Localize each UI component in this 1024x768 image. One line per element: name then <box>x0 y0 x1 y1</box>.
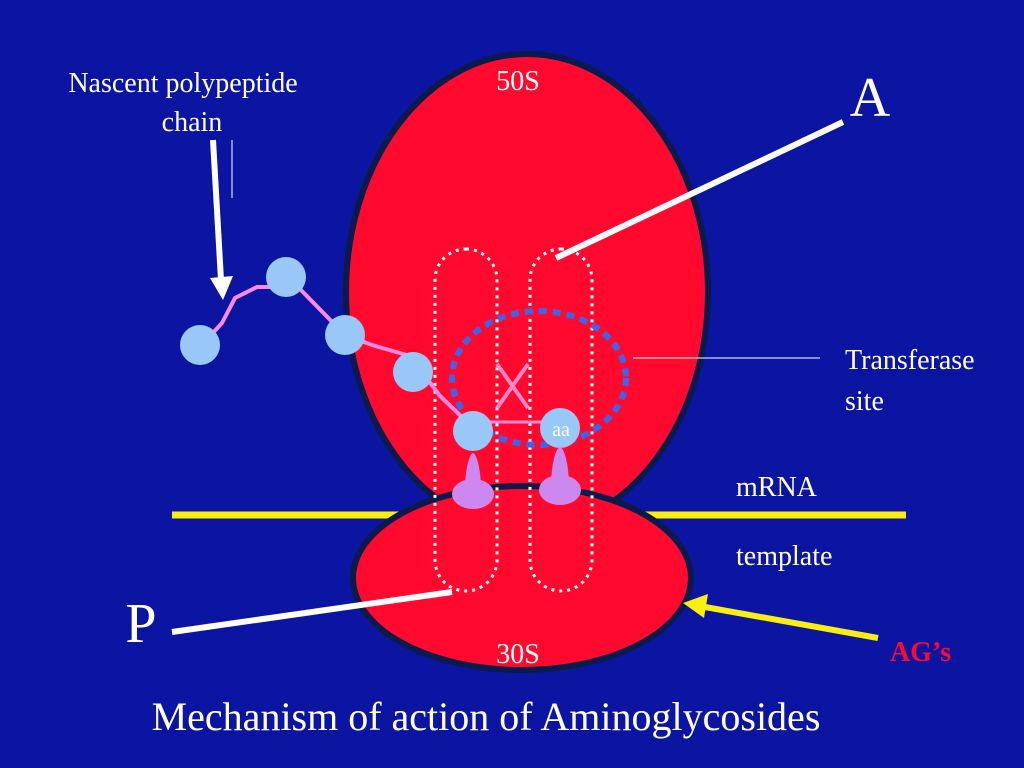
large-subunit-50s <box>343 51 711 533</box>
small-subunit-label: 30S <box>496 639 540 670</box>
aminoglycoside-label: AG’s <box>890 637 951 668</box>
transferase-label-line1: Transferase <box>845 345 975 376</box>
amino-acid <box>393 352 433 392</box>
transferase-label-line2: site <box>845 386 884 417</box>
aminoglycoside-arrow <box>704 604 879 641</box>
slide-title: Mechanism of action of Aminoglycosides <box>152 694 821 739</box>
amino-acid <box>266 257 306 297</box>
p-site-pointer <box>171 589 453 635</box>
p-site-label: P <box>125 593 156 655</box>
small-subunit-30s <box>350 483 694 673</box>
p-site-outline <box>433 247 499 593</box>
a-site-label: A <box>850 67 891 129</box>
a-site-outline <box>528 247 594 593</box>
nascent-chain-arrow <box>210 139 224 281</box>
chain-label-line2: chain <box>162 107 223 138</box>
a-site-trna <box>539 447 581 505</box>
amino-acid <box>453 411 493 451</box>
amino-acid <box>180 325 220 365</box>
large-subunit-label: 50S <box>496 66 540 97</box>
a-site-pointer <box>554 119 845 261</box>
chain-label-line1: Nascent polypeptide <box>68 68 297 99</box>
mrna-template-label: template <box>736 541 832 572</box>
transferase-site-circle <box>449 308 629 448</box>
incoming-amino-acid-label: aa <box>552 419 570 441</box>
p-site-trna <box>452 453 494 509</box>
amino-acid <box>325 315 365 355</box>
mrna-label: mRNA <box>736 472 818 503</box>
incoming-amino-acid <box>540 408 580 448</box>
